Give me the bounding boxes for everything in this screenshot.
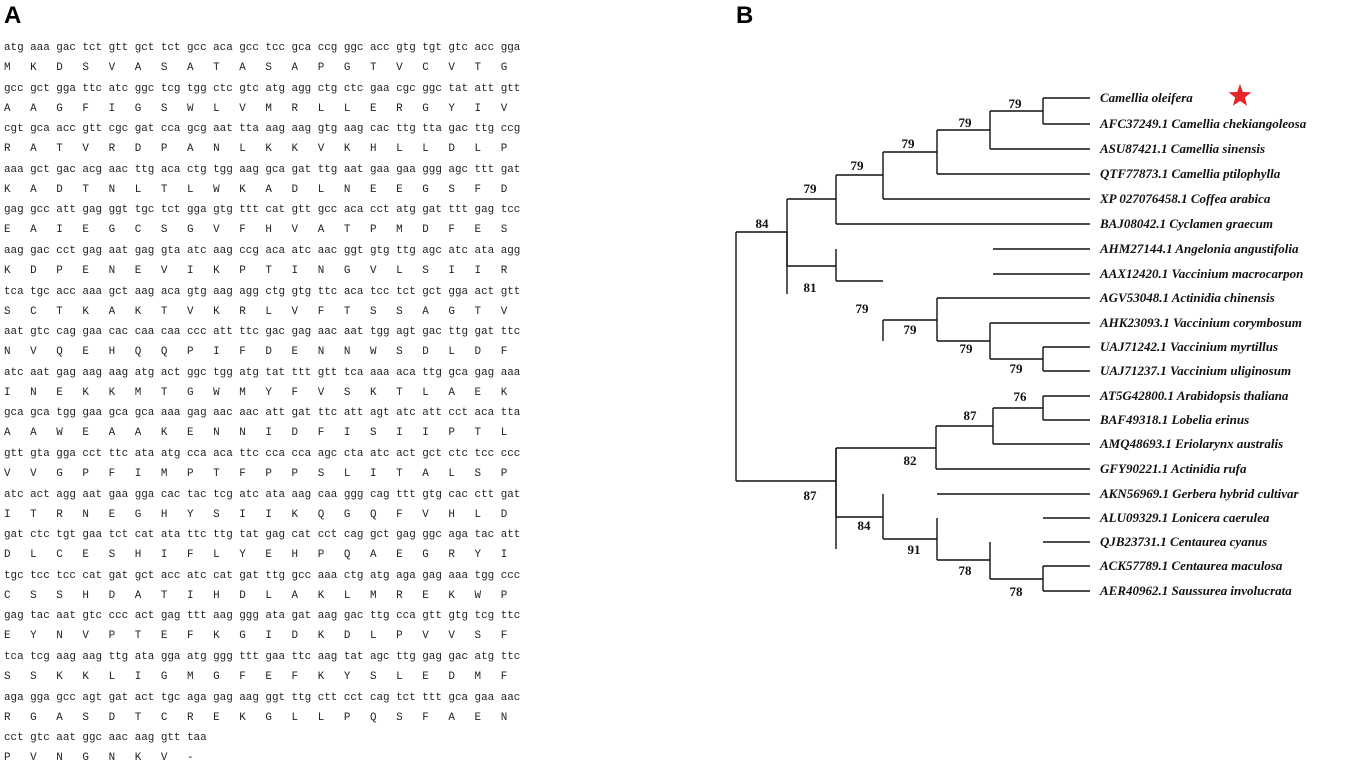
taxon-label: GFY90221.1 Actinidia rufa (1100, 461, 1247, 476)
bootstrap-value-n87b: 87 (804, 488, 818, 503)
taxon-label: AAX12420.1 Vaccinium macrocarpon (1099, 266, 1303, 281)
bootstrap-value-n78a: 78 (959, 563, 973, 578)
taxon-label: AT5G42800.1 Arabidopsis thaliana (1099, 388, 1289, 403)
taxon-label: AMQ48693.1 Eriolarynx australis (1099, 436, 1283, 451)
amino-acid-line: R A T V R D P A N L K K V K H L L D L P (4, 143, 508, 156)
nucleotide-sequence-panel: atg aaa gac tct gtt gct tct gcc aca gcc … (4, 38, 724, 769)
amino-acid-line: D L C E S H I F L Y E H P Q A E G R Y I (4, 549, 508, 562)
sequence-row: atc act agg aat gaa gga cac tac tcg atc … (4, 485, 724, 526)
taxon-label: UAJ71242.1 Vaccinium myrtillus (1100, 339, 1278, 354)
bootstrap-value-n79i: 79 (1010, 361, 1024, 376)
sequence-row: gag tac aat gtc ccc act gag ttt aag ggg … (4, 606, 724, 647)
taxon-label: BAJ08042.1 Cyclamen graecum (1099, 216, 1273, 231)
sequence-row: aag gac cct gag aat gag gta atc aag ccg … (4, 241, 724, 282)
amino-acid-line: E Y N V P T E F K G I D K D L P V V S F (4, 630, 508, 643)
highlight-star-icon (1228, 84, 1252, 106)
amino-acid-line: A A G F I G S W L V M R L L E R G Y I V (4, 102, 508, 115)
sequence-row: tca tcg aag aag ttg ata gga atg ggg ttt … (4, 647, 724, 688)
sequence-row: gag gcc att gag ggt tgc tct gga gtg ttt … (4, 200, 724, 241)
bootstrap-value-n79a: 79 (1009, 96, 1023, 111)
bootstrap-value-n76: 76 (1014, 389, 1028, 404)
sequence-row: tca tgc acc aaa gct aag aca gtg aag agg … (4, 282, 724, 323)
bootstrap-value-n79c: 79 (902, 136, 916, 151)
bootstrap-value-n79g: 79 (904, 322, 918, 337)
sequence-row: gat ctc tgt gaa tct cat ata ttc ttg tat … (4, 525, 724, 566)
taxon-label: AFC37249.1 Camellia chekiangoleosa (1099, 116, 1307, 131)
bootstrap-value-n79d: 79 (851, 158, 865, 173)
sequence-row: aaa gct gac acg aac ttg aca ctg tgg aag … (4, 160, 724, 201)
bootstrap-value-n79h: 79 (960, 341, 974, 356)
nucleotide-line: gca gca tgg gaa gca gca aaa gag aac aac … (4, 407, 521, 420)
bootstrap-value-n79f: 79 (856, 301, 870, 316)
sequence-row: aga gga gcc agt gat act tgc aga gag aag … (4, 688, 724, 729)
amino-acid-line: C S S H D A T I H D L A K L M R E K W P (4, 589, 508, 602)
amino-acid-line: K A D T N L T L W K A D L N E E G S F D (4, 183, 508, 196)
taxon-label: Camellia oleifera (1100, 90, 1193, 105)
nucleotide-line: gtt gta gga cct ttc ata atg cca aca ttc … (4, 447, 521, 460)
panel-label-b: B (736, 2, 754, 29)
sequence-row: gcc gct gga ttc atc ggc tcg tgg ctc gtc … (4, 79, 724, 120)
sequence-row: atg aaa gac tct gtt gct tct gcc aca gcc … (4, 38, 724, 79)
sequence-row: tgc tcc tcc cat gat gct acc atc cat gat … (4, 566, 724, 607)
nucleotide-line: cct gtc aat ggc aac aag gtt taa (4, 732, 207, 745)
nucleotide-line: atg aaa gac tct gtt gct tct gcc aca gcc … (4, 42, 521, 54)
taxon-label: AER40962.1 Saussurea involucrata (1099, 583, 1292, 598)
taxon-label: AKN56969.1 Gerbera hybrid cultivar (1099, 486, 1300, 501)
amino-acid-line: I T R N E G H Y S I I K Q G Q F V H L D (4, 508, 508, 521)
taxon-label: ACK57789.1 Centaurea maculosa (1099, 558, 1283, 573)
taxon-label: ASU87421.1 Camellia sinensis (1099, 141, 1265, 156)
sequence-row: aat gtc cag gaa cac caa caa ccc att ttc … (4, 322, 724, 363)
taxon-label: QTF77873.1 Camellia ptilophylla (1100, 166, 1281, 181)
taxon-label: QJB23731.1 Centaurea cyanus (1100, 534, 1267, 549)
nucleotide-line: aaa gct gac acg aac ttg aca ctg tgg aag … (4, 163, 521, 176)
amino-acid-line: E A I E G C S G V F H V A T P M D F E S (4, 224, 508, 237)
sequence-row: atc aat gag aag aag atg act ggc tgg atg … (4, 363, 724, 404)
sequence-row: cct gtc aat ggc aac aag gtt taa P V N G N… (4, 728, 724, 769)
nucleotide-line: gcc gct gga ttc atc ggc tcg tgg ctc gtc … (4, 82, 521, 95)
bootstrap-value-n78b: 78 (1010, 584, 1024, 599)
taxon-label: AGV53048.1 Actinidia chinensis (1099, 290, 1275, 305)
taxon-label: UAJ71237.1 Vaccinium uliginosum (1100, 363, 1291, 378)
nucleotide-line: gat ctc tgt gaa tct cat ata ttc ttg tat … (4, 529, 521, 542)
amino-acid-line: R G A S D T C R E K G L L P Q S F A E N (4, 711, 508, 724)
sequence-row: gca gca tgg gaa gca gca aaa gag aac aac … (4, 403, 724, 444)
taxon-label: ALU09329.1 Lonicera caerulea (1099, 510, 1270, 525)
bootstrap-value-n79e: 79 (804, 181, 818, 196)
bootstrap-value-n81: 81 (804, 280, 817, 295)
nucleotide-line: gag tac aat gtc ccc act gag ttt aag ggg … (4, 610, 521, 623)
panel-label-a: A (4, 2, 22, 29)
nucleotide-line: gag gcc att gag ggt tgc tct gga gtg ttt … (4, 204, 521, 217)
bootstrap-value-n91: 91 (908, 542, 921, 557)
amino-acid-line: V V G P F I M P T F P P S L I T A L S P (4, 467, 508, 480)
bootstrap-value-n84a: 84 (756, 216, 770, 231)
taxon-label: XP 027076458.1 Coffea arabica (1099, 191, 1271, 206)
bootstrap-value-n84b: 84 (858, 518, 872, 533)
nucleotide-line: aat gtc cag gaa cac caa caa ccc att ttc … (4, 326, 521, 339)
nucleotide-line: tca tcg aag aag ttg ata gga atg ggg ttt … (4, 650, 521, 663)
bootstrap-value-n82: 82 (904, 453, 917, 468)
amino-acid-line: M K D S V A S A T A S A P G T V C V T G (4, 62, 508, 74)
taxon-label: BAF49318.1 Lobelia erinus (1099, 412, 1249, 427)
bootstrap-value-n79b: 79 (959, 115, 973, 130)
nucleotide-line: cgt gca acc gtt cgc gat cca gcg aat tta … (4, 123, 521, 136)
amino-acid-line: A A W E A A K E N N I D F I S I I P T L (4, 427, 508, 440)
sequence-row: gtt gta gga cct ttc ata atg cca aca ttc … (4, 444, 724, 485)
nucleotide-line: tca tgc acc aaa gct aag aca gtg aag agg … (4, 285, 521, 298)
nucleotide-line: atc act agg aat gaa gga cac tac tcg atc … (4, 488, 521, 501)
bootstrap-value-n87a: 87 (964, 408, 978, 423)
nucleotide-line: atc aat gag aag aag atg act ggc tgg atg … (4, 366, 521, 379)
sequence-row: cgt gca acc gtt cgc gat cca gcg aat tta … (4, 119, 724, 160)
nucleotide-line: tgc tcc tcc cat gat gct acc atc cat gat … (4, 569, 521, 582)
amino-acid-line: K D P E N E V I K P T I N G V L S I I R (4, 264, 508, 277)
amino-acid-line: P V N G N K V - (4, 752, 194, 765)
nucleotide-line: aag gac cct gag aat gag gta atc aag ccg … (4, 244, 521, 257)
nucleotide-line: aga gga gcc agt gat act tgc aga gag aag … (4, 691, 521, 704)
amino-acid-line: N V Q E H Q Q P I F D E N N W S D L D F (4, 346, 508, 359)
amino-acid-line: I N E K K M T G W M Y F V S K T L A E K (4, 386, 508, 399)
amino-acid-line: S S K K L I G M G F E F K Y S L E D M F (4, 670, 508, 683)
amino-acid-line: S C T K A K T V K R L V F T S S A G T V (4, 305, 508, 318)
taxon-label: AHK23093.1 Vaccinium corymbosum (1099, 315, 1302, 330)
taxon-label: AHM27144.1 Angelonia angustifolia (1099, 241, 1299, 256)
